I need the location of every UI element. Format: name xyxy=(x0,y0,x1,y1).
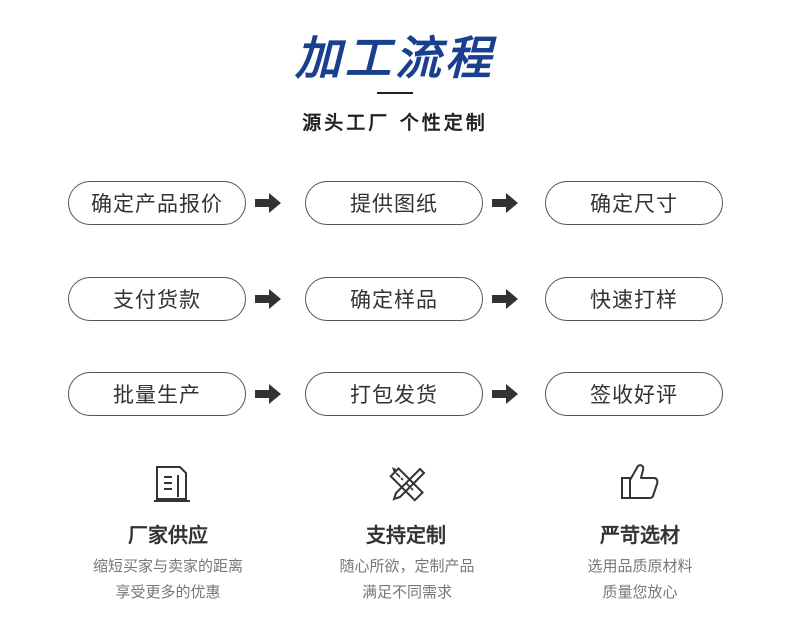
feature-title: 严苛选材 xyxy=(600,523,680,547)
page-subtitle: 源头工厂 个性定制 xyxy=(302,112,488,134)
feature-desc-line: 选用品质原材料 xyxy=(587,557,693,575)
arrow-right-icon xyxy=(255,384,281,404)
step-box: 确定产品报价 xyxy=(68,181,246,225)
step-box: 确定样品 xyxy=(305,277,483,321)
document-icon xyxy=(154,466,190,502)
feature-desc-line: 享受更多的优惠 xyxy=(115,583,221,601)
arrow-right-icon xyxy=(255,193,281,213)
arrow-right-icon xyxy=(492,289,518,309)
arrow-right-icon xyxy=(255,289,281,309)
feature-description: 选用品质原材料 质量您放心 xyxy=(520,553,760,605)
thumbs-up-icon xyxy=(621,464,659,499)
feature-title: 厂家供应 xyxy=(128,523,208,547)
feature-title: 支持定制 xyxy=(366,523,446,547)
feature-description: 缩短买家与卖家的距离 享受更多的优惠 xyxy=(48,553,288,605)
feature-desc-line: 质量您放心 xyxy=(602,583,678,601)
feature-desc-line: 满足不同需求 xyxy=(361,583,452,601)
step-box: 确定尺寸 xyxy=(545,181,723,225)
step-box: 打包发货 xyxy=(305,372,483,416)
step-box: 签收好评 xyxy=(545,372,723,416)
step-box: 快速打样 xyxy=(545,277,723,321)
page-title: 加工流程 xyxy=(295,31,495,85)
ruler-pencil-icon xyxy=(389,467,426,502)
arrow-right-icon xyxy=(492,384,518,404)
step-box: 批量生产 xyxy=(68,372,246,416)
feature-desc-line: 随心所欲，定制产品 xyxy=(339,557,475,575)
step-box: 提供图纸 xyxy=(305,181,483,225)
step-box: 支付货款 xyxy=(68,277,246,321)
arrow-right-icon xyxy=(492,193,518,213)
title-divider xyxy=(377,92,413,94)
feature-description: 随心所欲，定制产品 满足不同需求 xyxy=(287,553,527,605)
feature-desc-line: 缩短买家与卖家的距离 xyxy=(92,557,243,575)
